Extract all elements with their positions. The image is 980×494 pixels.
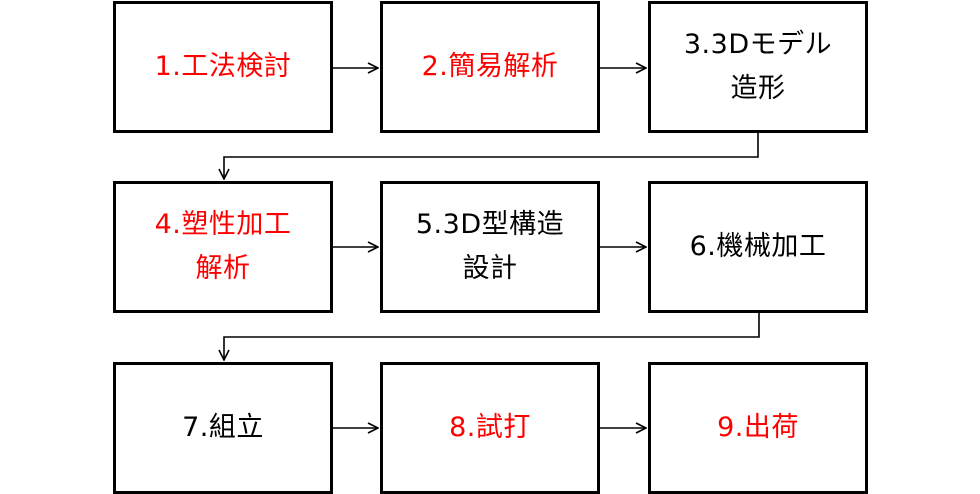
arrow-3-to-4: [224, 132, 759, 179]
step-3-box: 3.3Dモデル 造形: [648, 1, 868, 133]
step-6-label: 6.機械加工: [689, 231, 827, 262]
step-7-label: 7.組立: [182, 412, 264, 443]
step-8-box: 8.試打: [380, 362, 600, 494]
step-5-label: 5.3D型構造 設計: [415, 209, 565, 284]
step-8-label: 8.試打: [449, 412, 531, 443]
step-4-box: 4.塑性加工 解析: [113, 181, 333, 313]
step-2-box: 2.簡易解析: [380, 1, 600, 133]
step-3-label: 3.3Dモデル 造形: [683, 29, 833, 104]
step-2-label: 2.簡易解析: [421, 51, 559, 82]
step-1-box: 1.工法検討: [113, 1, 333, 133]
step-7-box: 7.組立: [113, 362, 333, 494]
step-6-box: 6.機械加工: [648, 181, 868, 313]
step-9-label: 9.出荷: [717, 412, 799, 443]
step-9-box: 9.出荷: [648, 362, 868, 494]
step-5-box: 5.3D型構造 設計: [380, 181, 600, 313]
step-4-label: 4.塑性加工 解析: [154, 209, 292, 284]
arrow-6-to-7: [224, 313, 760, 360]
step-1-label: 1.工法検討: [154, 51, 292, 82]
